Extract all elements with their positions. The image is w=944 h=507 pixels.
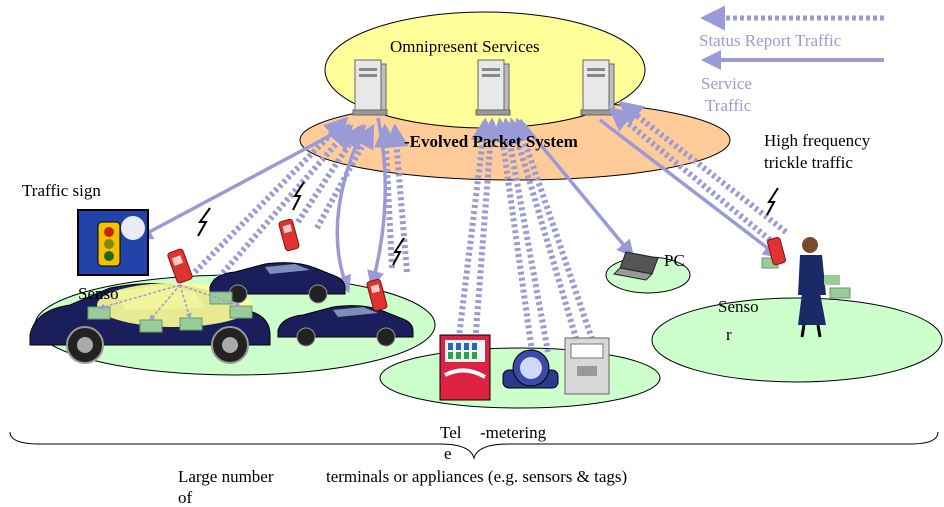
high-frequency-label: High frequency [764, 131, 871, 150]
large-number-label: of [178, 488, 193, 507]
grouping-brace [9, 431, 939, 460]
terminals-label: terminals or appliances (e.g. sensors & … [326, 467, 628, 486]
pc-label: PC [664, 251, 685, 270]
gas-meter-icon [564, 337, 610, 395]
large-number-label: Large number [178, 467, 274, 486]
car-icon [209, 262, 346, 304]
server-icon [352, 59, 388, 116]
wireless-signal-icons [197, 181, 779, 266]
telemetering-label: e [444, 444, 452, 463]
traffic-sign-icon [77, 209, 149, 276]
sensor-label: Senso [718, 297, 759, 316]
phone-icon [366, 278, 388, 312]
telemetering-label: Tel [440, 423, 462, 442]
cluster-person [651, 297, 943, 383]
phone-icon [278, 218, 300, 252]
sensor-link-arrows [98, 284, 242, 321]
traffic-sign-label: Traffic sign [22, 181, 101, 200]
legend-service-label: Traffic [705, 96, 752, 115]
services-label: Omnipresent Services [390, 37, 540, 56]
legend-service-label: Service [701, 74, 752, 93]
person-icon [798, 237, 840, 338]
high-frequency-label: trickle traffic [764, 153, 853, 172]
eps-label: -Evolved Packet System [404, 132, 578, 151]
status-traffic-arrows [192, 101, 788, 353]
water-meter-icon [502, 349, 559, 389]
server-icon [580, 59, 616, 116]
vending-machine-icon [439, 334, 491, 401]
phone-icon [167, 248, 193, 284]
phone-icon [767, 237, 786, 266]
sensor-label: r [726, 325, 732, 344]
laptop-icon [612, 251, 659, 281]
telemetering-label: -metering [480, 423, 547, 442]
car-icon [277, 305, 414, 347]
legend-status-label: Status Report Traffic [699, 31, 842, 50]
server-icon [475, 59, 511, 116]
sensor-label: Senso [78, 284, 119, 303]
